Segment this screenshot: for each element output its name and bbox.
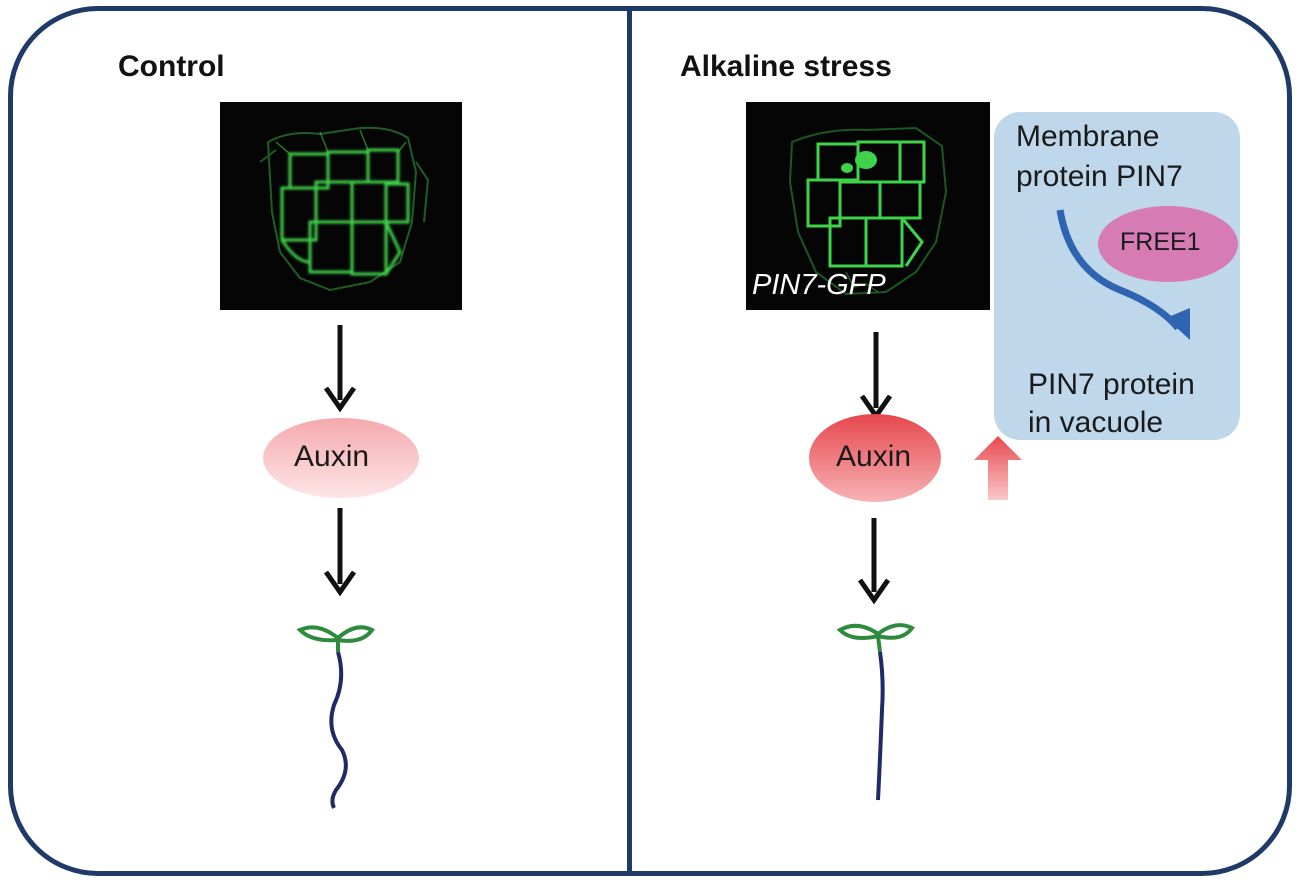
control-seedling (296, 625, 375, 809)
free1-label: FREE1 (1120, 228, 1201, 256)
control-cells (259, 126, 430, 292)
stress-auxin-ellipse (809, 414, 941, 502)
curved-arrow-head (1166, 308, 1190, 340)
stress-micrograph: PIN7-GFP (746, 102, 990, 310)
stress-cells (788, 126, 948, 296)
control-arrow-2 (323, 508, 357, 597)
diagram-frame (8, 6, 1292, 876)
control-auxin-label: Auxin (294, 440, 370, 473)
control-title: Control (118, 50, 225, 83)
control-auxin-ellipse (263, 418, 419, 498)
membrane-label: Membrane (1016, 120, 1160, 153)
in-vacuole-label: in vacuole (1028, 406, 1164, 439)
protein-pin7-label: protein PIN7 (1016, 160, 1183, 193)
pin7-protein-label: PIN7 protein (1028, 368, 1195, 401)
alkaline-stress-title: Alkaline stress (680, 50, 892, 83)
control-arrow-1 (323, 325, 357, 413)
increase-up-arrow (974, 436, 1022, 500)
panel-divider (627, 6, 632, 876)
free1-ellipse (1098, 206, 1238, 282)
stress-seedling (836, 623, 915, 801)
curved-arrow-shaft (1056, 209, 1181, 331)
control-micrograph (220, 102, 462, 310)
pin7-gfp-label: PIN7-GFP (752, 269, 886, 301)
stress-auxin-label: Auxin (836, 440, 912, 473)
stress-arrow-2 (857, 518, 891, 605)
